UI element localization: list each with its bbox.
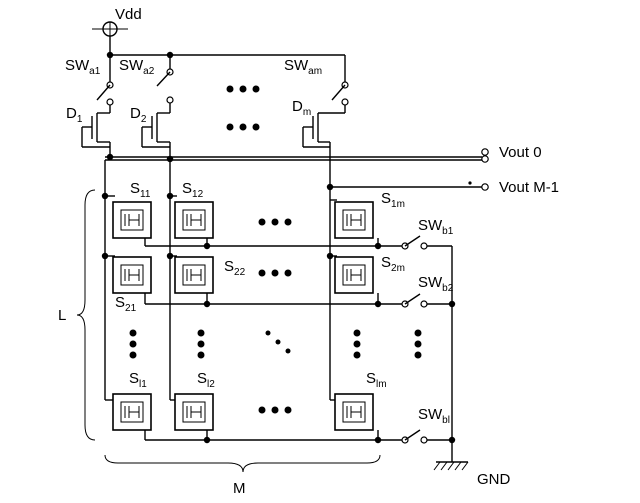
- top-ellipsis: [227, 86, 260, 131]
- s21-label: S21: [115, 294, 137, 314]
- swb1-label: SWb1: [418, 217, 454, 237]
- swb2-label: SWb2: [418, 274, 454, 294]
- switch-swb2: [402, 294, 452, 307]
- swam-label: SWam: [284, 57, 322, 77]
- switch-swam: [332, 55, 348, 113]
- swa1-label: SWa1: [65, 57, 101, 77]
- ground-symbol: [434, 462, 468, 470]
- column-ellipsis: [259, 219, 292, 414]
- columns-brace-label: M: [233, 480, 246, 497]
- vout0-line: [105, 149, 488, 162]
- vout0-label: Vout 0: [499, 144, 542, 161]
- vdd-label: Vdd: [115, 6, 142, 23]
- row-ellipsis: [130, 330, 422, 359]
- switch-swbl: [402, 430, 452, 443]
- row-line-1: [145, 243, 402, 249]
- dm-label: Dm: [292, 98, 311, 118]
- swbl-label: SWbl: [418, 406, 450, 426]
- rows-brace: [77, 190, 95, 440]
- cell-sl2: [175, 394, 213, 440]
- column-bus-m: [327, 187, 333, 400]
- s12-label: S12: [182, 180, 204, 200]
- swa2-label: SWa2: [119, 57, 155, 77]
- cell-s2m: [335, 257, 378, 304]
- ground-rail: [449, 246, 455, 462]
- cell-slm: [335, 394, 378, 440]
- switch-swa1: [97, 55, 113, 113]
- row-line-2: [145, 301, 402, 307]
- cell-s1m: [335, 202, 378, 246]
- switch-swa2: [157, 55, 173, 113]
- rows-brace-label: L: [58, 307, 66, 324]
- cell-s22: [175, 257, 213, 304]
- sl2-label: Sl2: [197, 370, 215, 390]
- s1m-label: S1m: [381, 190, 405, 210]
- voutm1-line: [327, 181, 488, 190]
- switch-swb1: [402, 236, 452, 249]
- d2-label: D2: [130, 105, 147, 125]
- columns-brace: [105, 455, 380, 472]
- cell-s11: [113, 202, 151, 246]
- d1-label: D1: [66, 105, 83, 125]
- cell-s12: [175, 202, 213, 246]
- transistor-dm: [303, 113, 345, 187]
- slm-label: Slm: [366, 370, 387, 390]
- gnd-label: GND: [477, 471, 511, 488]
- row-line-l: [145, 437, 402, 443]
- voutm1-label: Vout M-1: [499, 179, 559, 196]
- s11-label: S11: [130, 180, 151, 200]
- s2m-label: S2m: [381, 254, 405, 274]
- sl1-label: Sl1: [129, 370, 147, 390]
- cell-sl1: [113, 394, 151, 440]
- s22-label: S22: [224, 258, 246, 278]
- vdd-terminal: [92, 22, 128, 55]
- transistor-d1: [82, 113, 110, 157]
